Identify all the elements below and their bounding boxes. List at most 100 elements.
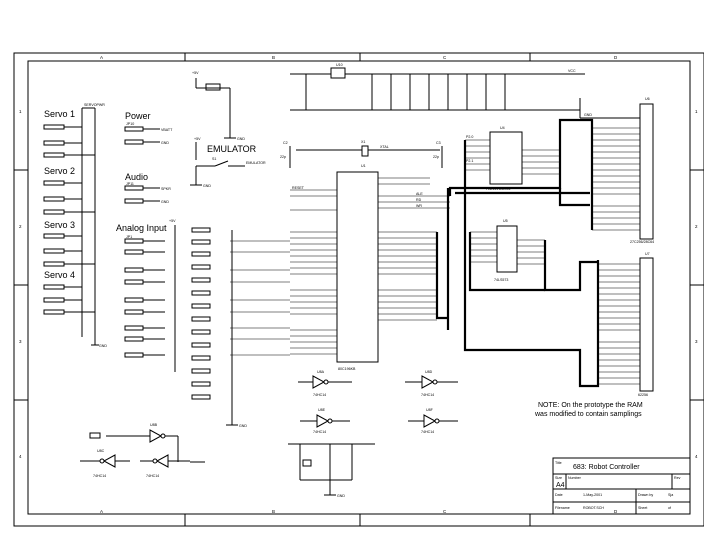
crystal-oscillator: X1 C2 22p C3 22p XTAL [280,140,443,168]
inverter-u8a: U8A 74HC14 [298,370,352,397]
inverter-u8c: U8C 74HC14 [80,449,130,478]
revision-label: Rev [674,476,681,480]
c3-value: 22p [433,155,439,159]
column-label-a-bottom: A [100,509,103,514]
emulator-gnd-net: GND [203,184,211,188]
u4-p21-net: P2.1 [466,159,473,163]
extra-gate-part: 74HC14 [146,474,159,478]
u10-vcc-net: VCC [568,69,576,73]
date-label: Date [555,493,563,497]
emulator-title: EMULATOR [207,144,257,154]
filename-value: ROBOT.SCH [583,506,604,510]
reset-gnd-net: GND [237,137,245,141]
u5-latch: U5 74LS573 [470,219,545,282]
inverter-u8e: U8E 74HC14 [300,408,350,434]
emulator-vcc-net: +5V [194,137,201,141]
emulator-switch: EMULATOR S1 GND EMULATOR +5V [190,137,266,188]
analog-port-wiring [230,240,290,356]
column-label-c-bottom: C [443,509,447,514]
u8e-part: 74HC14 [313,430,326,434]
analog-input-ref: JP1 [126,235,132,239]
size-value: A4 [556,482,565,489]
u1-rd-net: RD [416,198,422,202]
sheet-of: of [668,506,671,510]
u1-reset-net: RESET [292,186,305,190]
row-label-1-right: 1 [695,109,698,114]
power-title: Power [125,111,151,121]
drawn-value: Sja [668,493,673,497]
u10-gnd-net: GND [584,113,592,117]
servo1-title: Servo 1 [44,109,75,119]
u8c-part: 74HC14 [93,474,106,478]
regulator-circuit: GND [288,443,375,498]
u1-microcontroller: U1 80C196KB RESET A [290,164,450,371]
column-label-b-bottom: B [272,509,275,514]
power-ref: JP10 [126,122,134,126]
row-label-4-left: 4 [19,454,22,459]
row-label-3-right: 3 [695,339,698,344]
servo4-title: Servo 4 [44,270,75,280]
c2-ref: C2 [283,141,288,145]
servo-power-net: SERVOPWR [84,103,105,107]
c2-value: 22p [280,155,286,159]
servo-connectors: Servo 1 Servo 2 Servo 3 Servo 4 SERVOPWR… [43,103,107,348]
u5-part: 74LS573 [494,278,508,282]
u1-ale-net: ALE [416,192,423,196]
audio-title: Audio [125,172,148,182]
servo1-pins [43,124,95,158]
u8d-ref: U8D [425,370,433,374]
servo2-title: Servo 2 [44,166,75,176]
column-label-c-top: C [443,55,447,60]
reset-vcc-net: +5V [192,71,199,75]
servo4-pins [43,284,95,315]
filename-label: Filename [555,506,570,510]
u8f-ref: U8F [426,408,434,412]
crystal-ref: X1 [361,140,365,144]
reset-circuit: GND +5V [192,71,245,141]
row-label-4-right: 4 [695,454,698,459]
column-label-b-top: B [272,55,275,60]
note-line2: was modified to contain samplings [534,411,642,418]
u6-ref: U6 [645,97,650,101]
note-line1: NOTE: On the prototype the RAM [538,402,643,409]
crystal-net: XTAL [380,145,389,149]
row-label-3-left: 3 [19,339,22,344]
u8e-ref: U8E [318,408,326,412]
power-connector: Power JP10 VBATT GND [124,111,173,145]
number-label: Number [568,476,582,480]
u10-ref: U10 [336,63,343,67]
row-label-2-right: 2 [695,224,698,229]
u5-ref: U5 [503,219,508,223]
drawn-label: Drawn by [638,493,653,497]
connector-gnd-net: GND [239,424,247,428]
u7-ref: U7 [645,252,650,256]
inverter-u8b: U8B [106,423,178,443]
power-vbatt-net: VBATT [161,128,173,132]
u10-pullups: U10 VCC GND [290,63,640,119]
audio-gnd-net: GND [161,200,169,204]
u1-ref: U1 [361,164,366,168]
drawing-frame [13,52,704,527]
row-label-2-left: 2 [19,224,22,229]
analog-vcc-net: +5V [169,219,176,223]
u7-part: 62256 [638,393,648,397]
u6-part: 27C256/28C64 [630,240,654,244]
analog-input-title: Analog Input [116,223,167,233]
emulator-switch-ref: S1 [212,157,216,161]
inverter-extra: 74HC14 [140,454,190,478]
u8b-ref: U8B [150,423,158,427]
servo2-pins [43,180,95,215]
ram-note: NOTE: On the prototype the RAM was modif… [534,402,643,418]
servo-gnd-net: GND [99,344,107,348]
u8a-part: 74HC14 [313,393,326,397]
column-label-a-top: A [100,55,103,60]
regulator-gnd-net: GND [337,494,345,498]
u8d-part: 74HC14 [421,393,434,397]
title-block: Title 683: Robot Controller Size A4 Numb… [552,457,691,515]
column-label-d-top: D [614,55,618,60]
zone-labels: A B C D A B C D 1 2 3 4 1 2 3 4 [19,55,698,514]
inverter-gates: U8A 74HC14 U8D 74HC14 U8E 74HC14 U8F 74H… [80,370,458,478]
row-label-1-left: 1 [19,109,22,114]
size-label: Size [555,476,562,480]
